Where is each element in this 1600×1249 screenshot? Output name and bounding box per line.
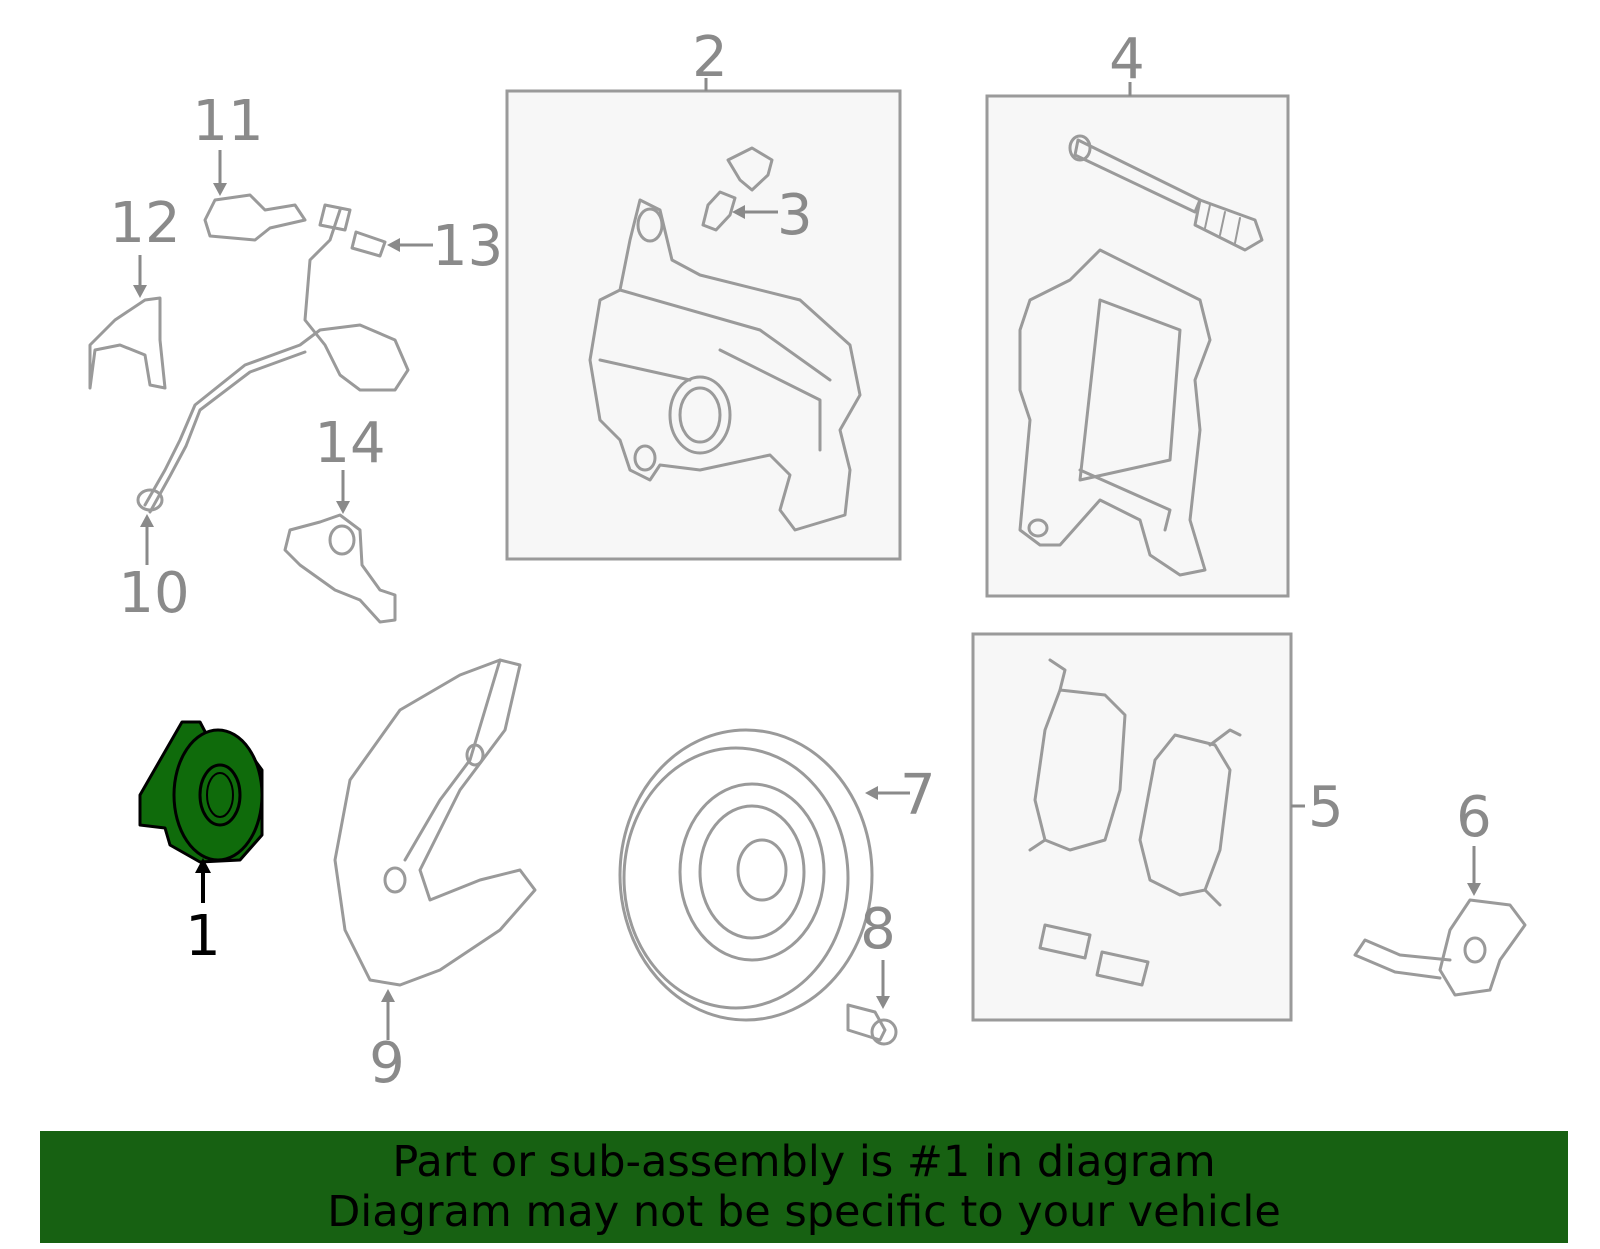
wheel-hub-assembly[interactable]	[138, 720, 264, 864]
caliper-bracket[interactable]	[1018, 248, 1212, 577]
guide-pin-and-boot[interactable]	[1068, 134, 1264, 252]
pads-group-box	[971, 632, 1293, 1022]
rotor-screw[interactable]	[846, 1003, 898, 1046]
hose-bracket[interactable]	[203, 193, 307, 242]
splash-shield[interactable]	[333, 658, 537, 987]
callout-10: 10	[118, 561, 189, 626]
brake-caliper[interactable]	[588, 198, 862, 532]
mounting-bracket[interactable]	[88, 296, 167, 390]
bleeder-screw[interactable]	[701, 146, 774, 232]
callout-5: 5	[1308, 775, 1344, 840]
callout-8: 8	[860, 897, 896, 962]
callout-2: 2	[692, 25, 728, 90]
banner-line-2: Diagram may not be specific to your vehi…	[327, 1187, 1281, 1237]
callout-11: 11	[192, 89, 263, 154]
pad-wear-sensor[interactable]	[1353, 898, 1527, 997]
callout-1: 1	[185, 904, 221, 969]
callout-7: 7	[900, 763, 936, 828]
callout-3: 3	[777, 183, 813, 248]
caliper-group-box	[505, 89, 902, 561]
callout-13: 13	[432, 214, 503, 279]
hose-clip[interactable]	[350, 230, 387, 258]
brake-rotor[interactable]	[618, 728, 874, 1022]
callout-6: 6	[1456, 785, 1492, 850]
banner-line-1: Part or sub-assembly is #1 in diagram	[392, 1137, 1216, 1187]
bracket-group-box	[985, 94, 1290, 598]
info-banner: Part or sub-assembly is #1 in diagram Di…	[40, 1131, 1568, 1243]
abs-sensor[interactable]	[283, 513, 397, 624]
brake-hose[interactable]	[136, 203, 410, 514]
callout-14: 14	[314, 411, 385, 476]
callout-4: 4	[1109, 27, 1145, 92]
callout-9: 9	[369, 1031, 405, 1096]
pad-clips[interactable]	[1038, 923, 1150, 987]
brake-pads[interactable]	[1028, 658, 1242, 907]
callout-12: 12	[109, 191, 180, 256]
